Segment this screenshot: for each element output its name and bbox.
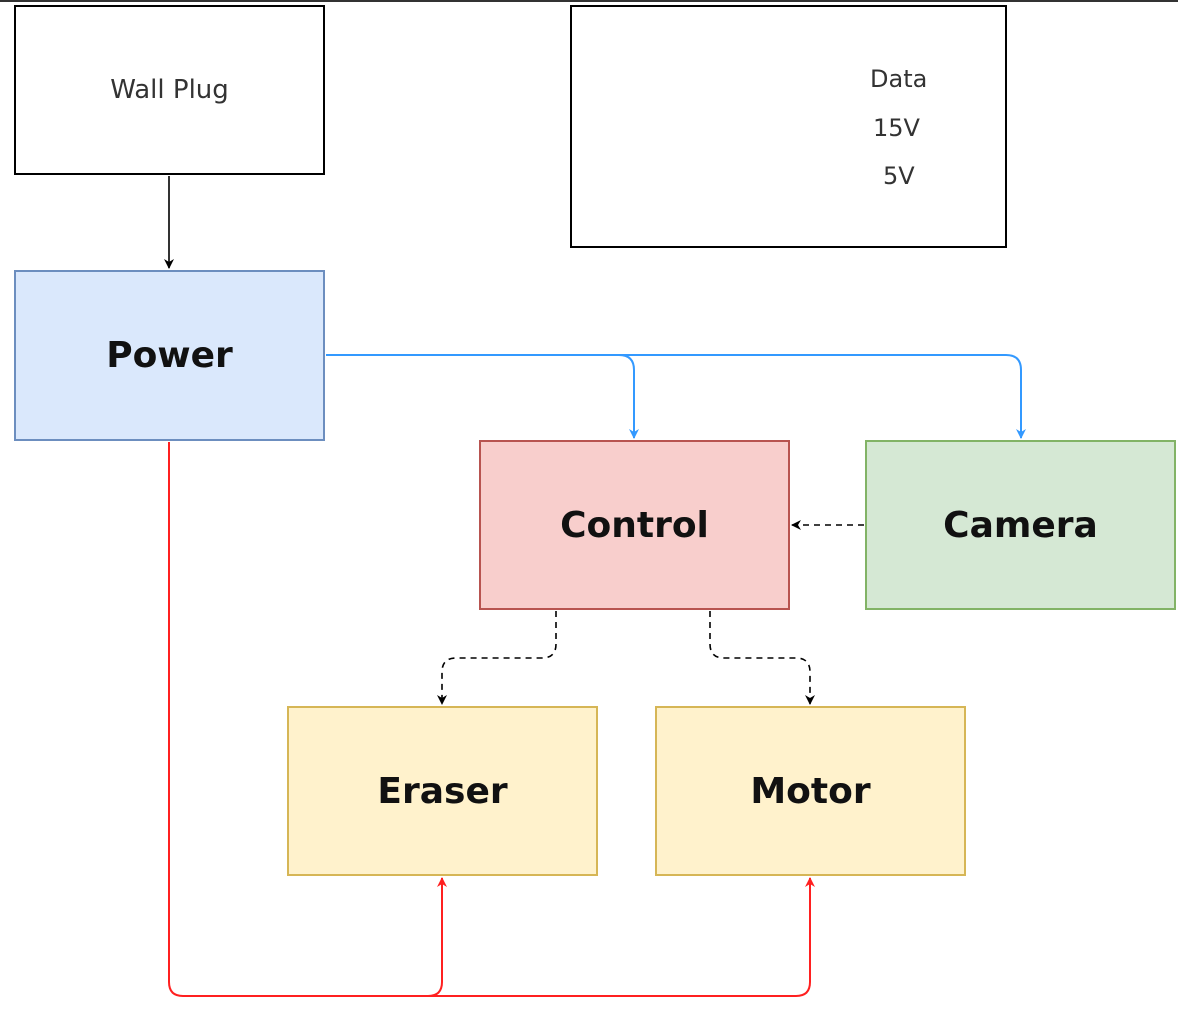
power-label: Power [106,335,233,376]
control-to-motor-data-arrow [709,611,815,705]
control-box: Control [479,440,790,610]
legend-5v-label: 5V [883,162,915,190]
motor-label: Motor [750,770,871,812]
power-box: Power [14,270,325,441]
power-to-eraser-15v-arrow [168,442,447,997]
power-to-motor-15v-arrow [428,877,815,997]
camera-box: Camera [865,440,1176,610]
top-border-line [0,0,1178,2]
legend-data-label: Data [870,65,928,93]
wall-plug-label: Wall Plug [110,75,229,105]
eraser-box: Eraser [287,706,598,876]
wall-plug-box: Wall Plug [14,5,325,175]
power-to-camera-5v-arrow [619,354,1026,439]
control-to-eraser-data-arrow [437,611,557,705]
eraser-label: Eraser [377,770,508,812]
control-label: Control [560,504,709,546]
legend-15v-label: 15V [873,114,920,142]
power-to-control-5v-arrow [326,354,639,439]
motor-box: Motor [655,706,966,876]
legend-box: Data 15V 5V [570,5,1007,248]
camera-label: Camera [943,504,1098,546]
